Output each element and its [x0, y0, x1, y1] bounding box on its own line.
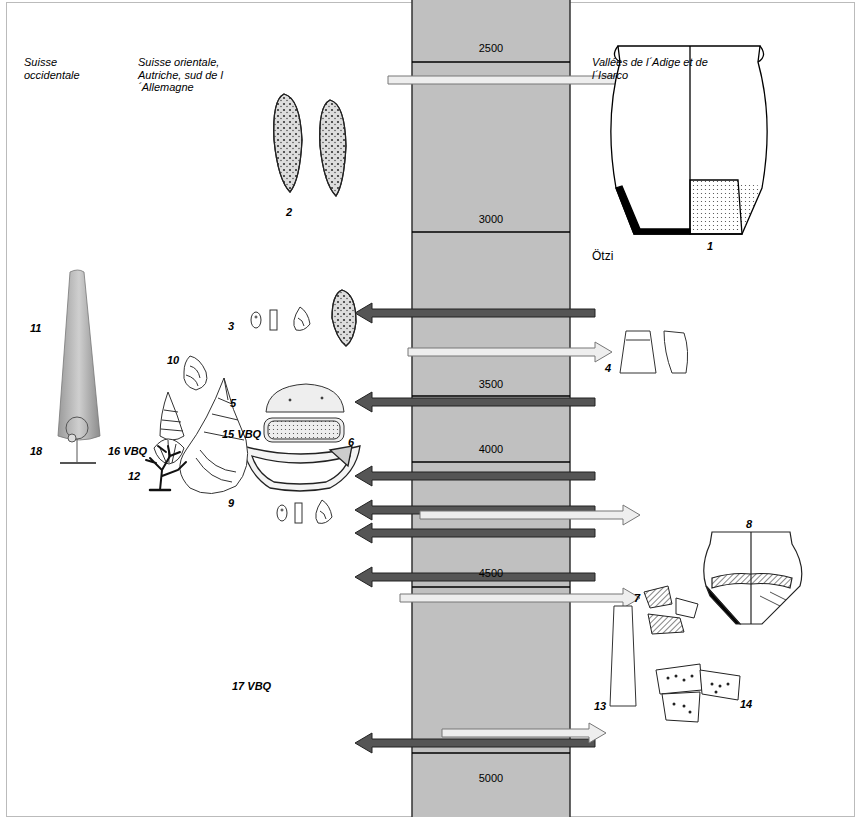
year-label: 2500 [479, 42, 503, 55]
callout-number: 16 VBQ [108, 445, 147, 458]
year-label: 4500 [479, 567, 503, 580]
callout-number: 2 [286, 206, 292, 219]
callout-number: 15 VBQ [222, 428, 261, 441]
callout-number: 1 [707, 240, 713, 253]
callout-number: 10 [167, 354, 179, 367]
find-name: Ötzi [592, 250, 613, 264]
column-heading: Suisse orientale, Autriche, sud de l´All… [138, 56, 244, 94]
callout-number: 4 [605, 362, 611, 375]
callout-number: 8 [746, 518, 752, 531]
callout-number: 7 [634, 592, 640, 605]
callout-number: 3 [228, 320, 234, 333]
callout-number: 5 [230, 397, 236, 410]
year-label: 3500 [479, 378, 503, 391]
callout-number: 9 [228, 497, 234, 510]
column-heading: Suisse occidentale [24, 56, 114, 81]
year-label: 5000 [479, 772, 503, 785]
year-label: 3000 [479, 213, 503, 226]
callout-number: 14 [740, 698, 752, 711]
callout-number: 18 [30, 445, 42, 458]
callout-number: 6 [348, 436, 354, 449]
callout-number: 13 [594, 700, 606, 713]
callout-number: 17 VBQ [232, 680, 271, 693]
callout-number: 11 [30, 322, 41, 335]
year-label: 4000 [479, 443, 503, 456]
column-heading: Vallées de l´Adige et de l´Isarco [592, 56, 712, 81]
callout-number: 12 [128, 470, 140, 483]
